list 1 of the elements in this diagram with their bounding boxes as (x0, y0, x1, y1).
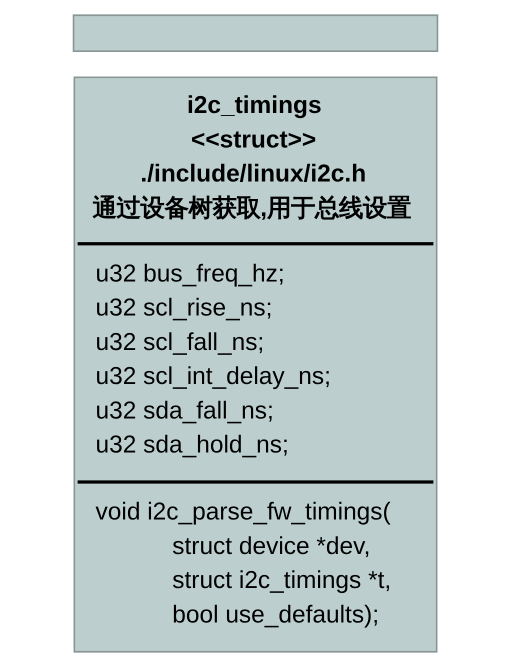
node-box (72, 14, 438, 52)
